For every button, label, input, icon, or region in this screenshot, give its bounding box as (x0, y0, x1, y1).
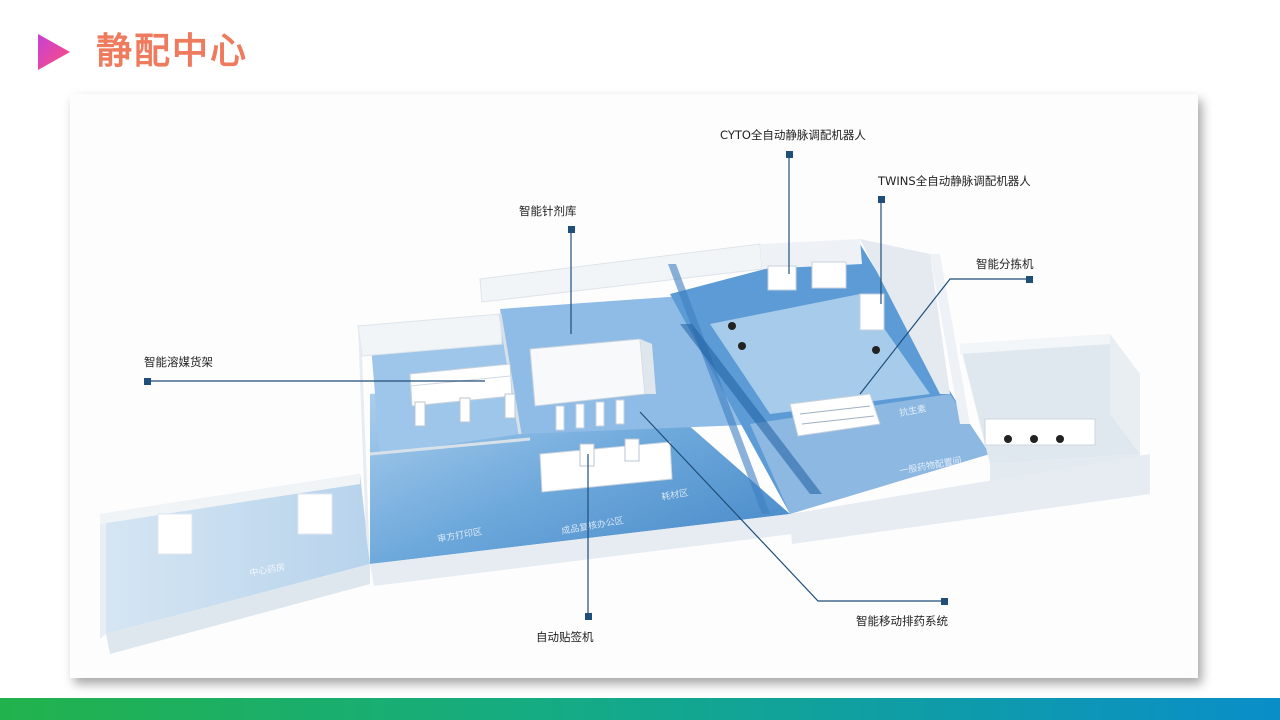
callout-label-shelf: 智能溶媒货架 (144, 355, 213, 369)
callout-marker-cyto (786, 151, 793, 158)
callout-marker-mover (941, 598, 948, 605)
callout-label-cyto: CYTO全自动静脉调配机器人 (720, 128, 866, 142)
callout-label-mover: 智能移动排药系统 (856, 614, 948, 628)
callout-line-sorter (859, 278, 1029, 395)
callout-marker-cabinet (568, 226, 575, 233)
floorplan-frame: 中心药房 审方打印区 成品复核办公区 耗材区 一般药物配置间 抗生素 CYTO全… (70, 94, 1198, 678)
page-title: 静配中心 (96, 31, 249, 72)
play-arrow-icon (38, 34, 70, 70)
floorplan-illustration: 中心药房 审方打印区 成品复核办公区 耗材区 一般药物配置间 抗生素 (100, 151, 1150, 654)
bottom-gradient-bar (0, 698, 1280, 720)
callout-label-sorter: 智能分拣机 (976, 257, 1034, 271)
callout-line-mover (639, 411, 944, 602)
callout-marker-sorter (1026, 276, 1033, 283)
callout-marker-shelf (144, 378, 151, 385)
callout-label-labeler: 自动贴签机 (536, 630, 594, 644)
callout-label-cabinet: 智能针剂库 (519, 204, 577, 218)
callout-marker-labeler (585, 613, 592, 620)
callout-label-twins: TWINS全自动静脉调配机器人 (878, 174, 1031, 188)
callout-marker-twins (878, 196, 885, 203)
